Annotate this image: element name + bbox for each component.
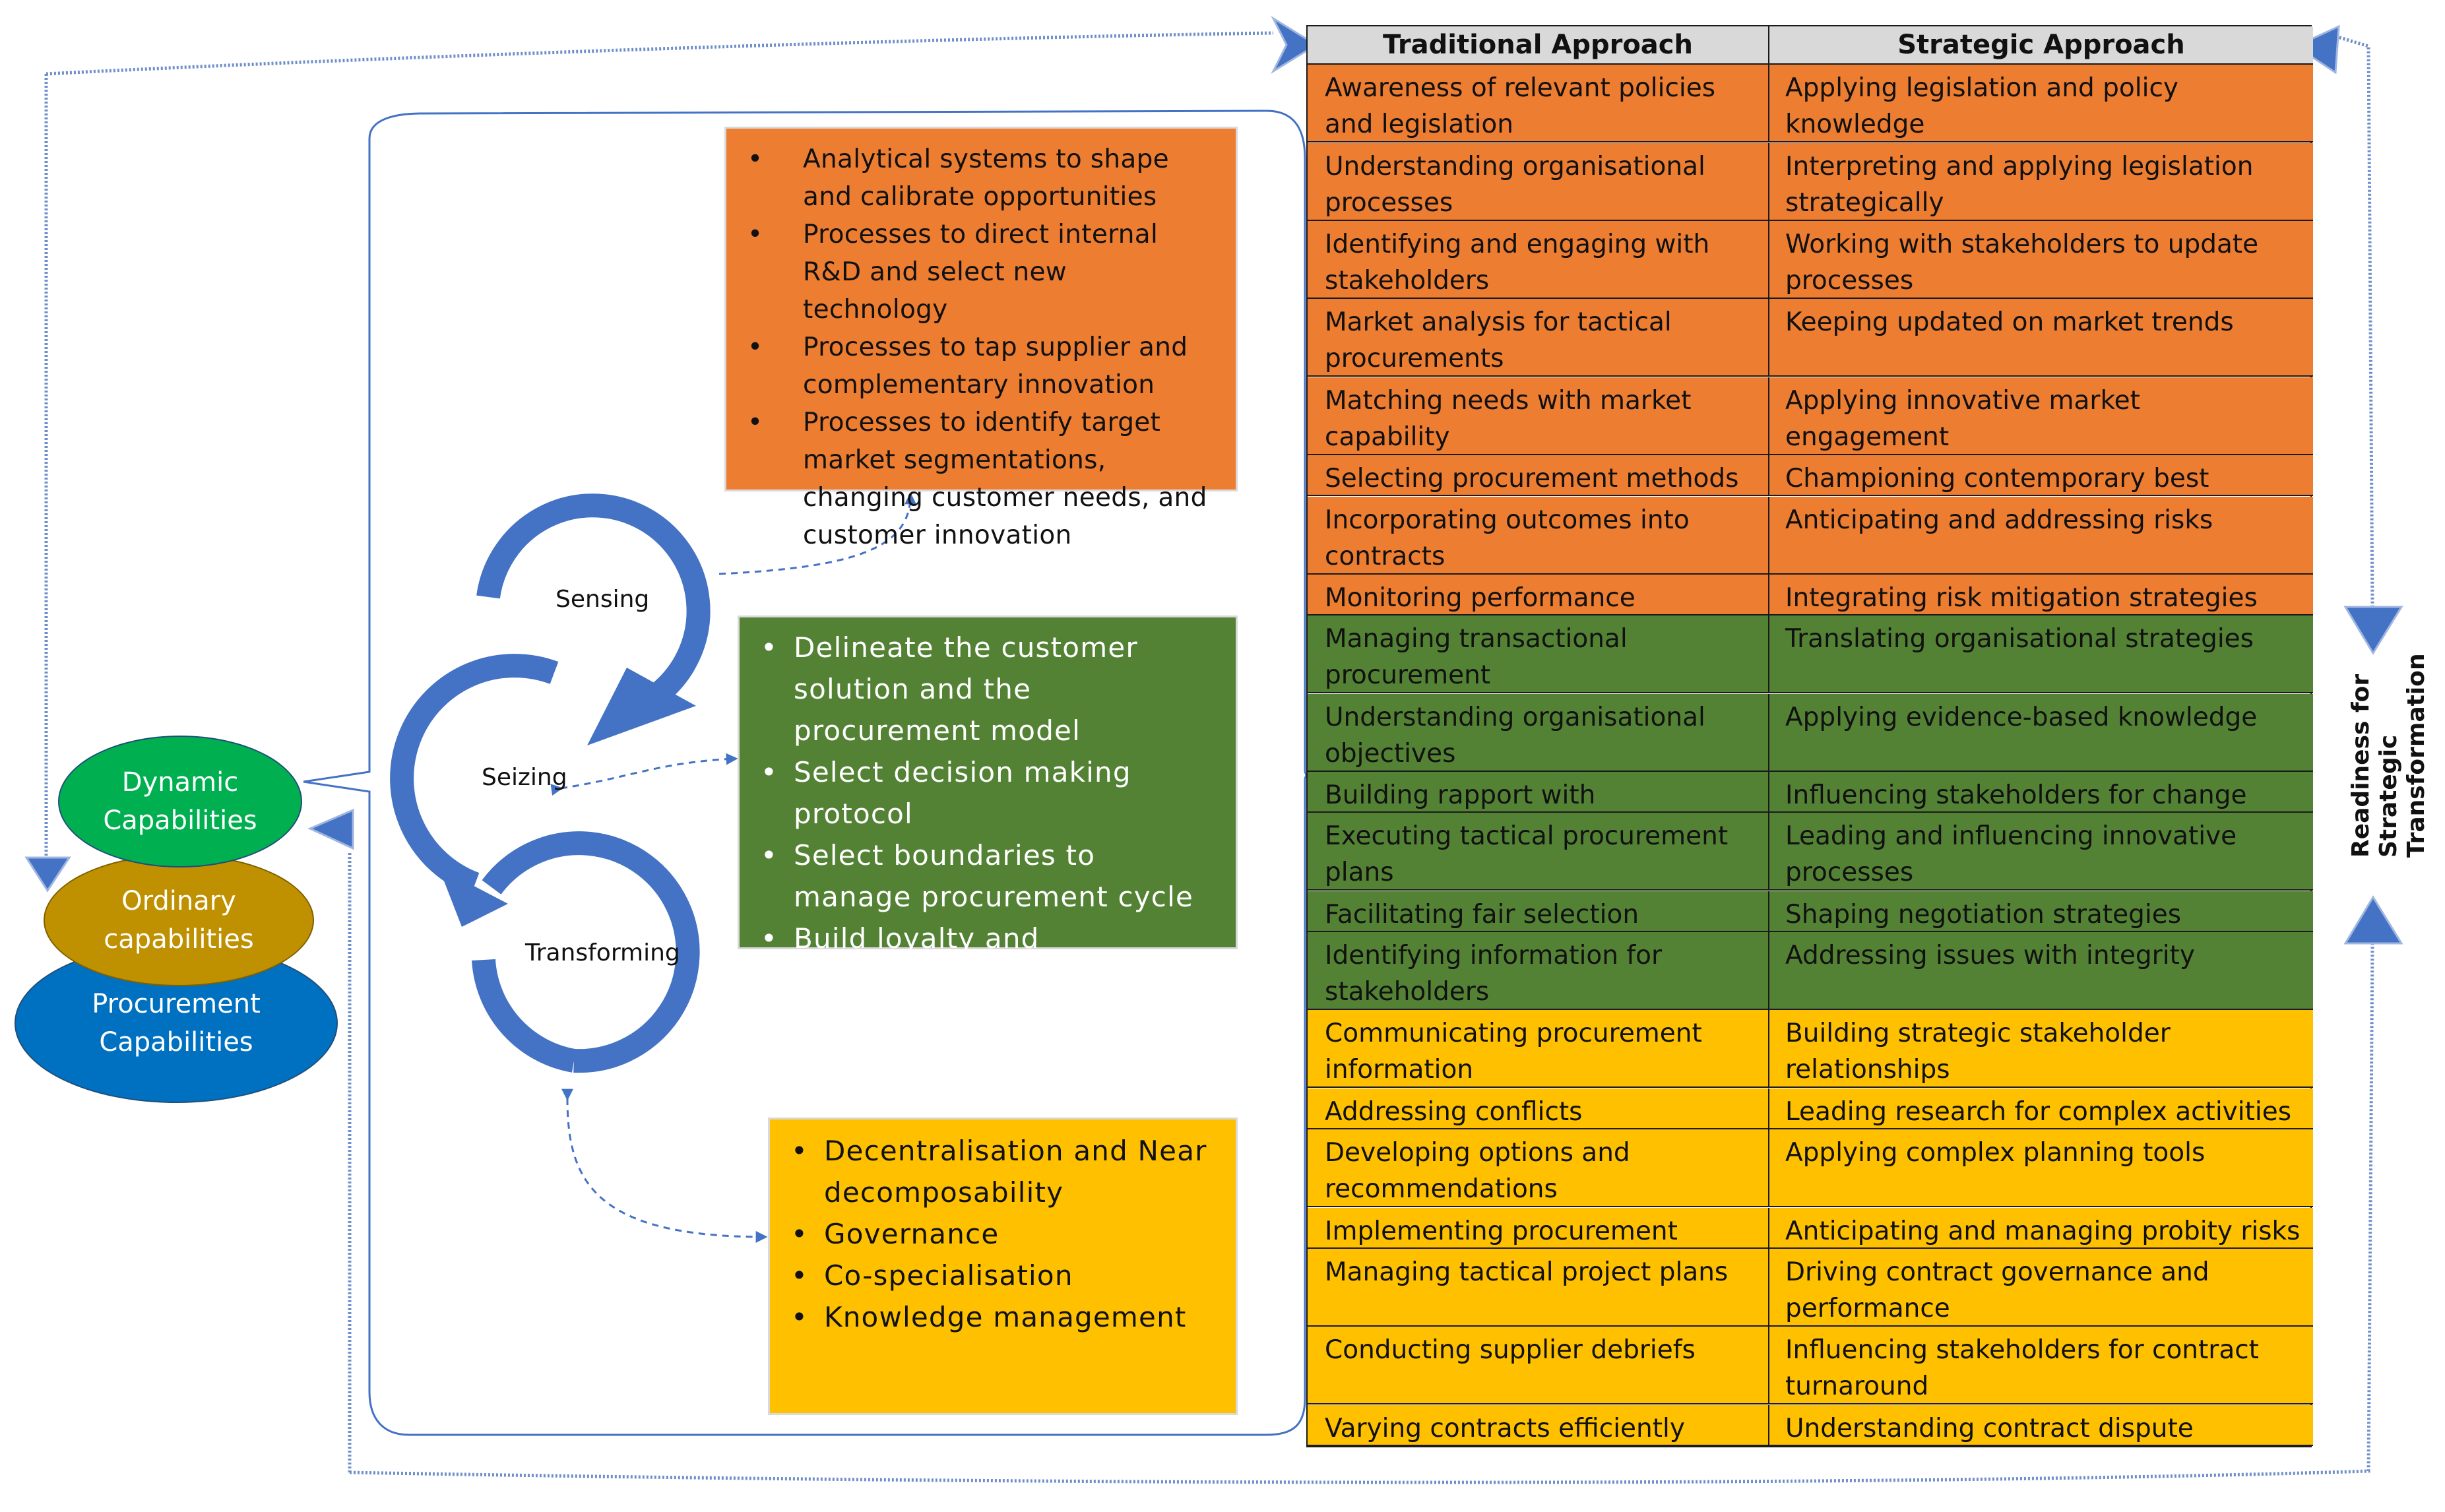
cycle-arrowhead-seizing [439, 867, 508, 927]
cell-strategic: Addressing issues with integrity [1769, 932, 2313, 1011]
cell-strategic: Influencing stakeholders for change [1769, 771, 2313, 813]
cycle-arc-seizing [390, 654, 559, 895]
arrowhead-top [1271, 15, 1318, 75]
cell-traditional: Incorporating outcomes into contracts [1308, 496, 1769, 575]
cell-traditional: Implementing procurement strategy [1308, 1207, 1769, 1249]
cell-traditional: Understanding organisational processes [1308, 142, 1769, 221]
header-traditional: Traditional Approach [1308, 26, 1769, 65]
sensing-item: Processes to identify target market segm… [747, 404, 1216, 554]
header-strategic: Strategic Approach [1769, 26, 2313, 65]
seizing-item: Build loyalty and commitment [761, 918, 1222, 1001]
cell-traditional: Communicating procurement information [1308, 1010, 1769, 1088]
cell-traditional: Executing tactical procurement plans [1308, 813, 1769, 891]
cell-strategic: Influencing stakeholders for contract tu… [1769, 1327, 2313, 1405]
cycle-arc-transforming-tail [472, 959, 577, 1073]
cell-strategic: Anticipating and addressing risks [1769, 496, 2313, 575]
cell-traditional: Market analysis for tactical procurement… [1308, 299, 1769, 377]
cycle-arc-transforming [482, 831, 700, 1073]
procurement-capabilities-label: Procurement Capabilities [92, 989, 261, 1057]
cell-traditional: Conducting supplier debriefs [1308, 1327, 1769, 1405]
arrowhead-left-down [24, 856, 71, 893]
cell-traditional: Varying contracts efficiently [1308, 1404, 1769, 1446]
stage-label-transforming: Transforming [525, 939, 680, 966]
dashed-arrow-seizing [550, 753, 738, 796]
cell-strategic: Working with stakeholders to update proc… [1769, 221, 2313, 299]
cell-traditional: Matching needs with market capability [1308, 377, 1769, 455]
cell-traditional: Identifying and engaging with stakeholde… [1308, 221, 1769, 299]
transforming-box: Decentralisation and Near decomposabilit… [768, 1118, 1238, 1415]
ordinary-capabilities-label: Ordinary capabilities [104, 886, 254, 955]
cell-strategic: Building strategic stakeholder relations… [1769, 1010, 2313, 1088]
cell-strategic: Driving contract governance and performa… [1769, 1248, 2313, 1327]
transforming-item: Decentralisation and Near decomposabilit… [791, 1130, 1222, 1213]
cell-strategic: Applying legislation and policy knowledg… [1769, 65, 2313, 143]
cell-traditional: Addressing conflicts [1308, 1088, 1769, 1129]
cell-traditional: Building rapport with stakeholders [1308, 771, 1769, 813]
outer-loop-top [46, 31, 1274, 76]
cell-traditional: Identifying information for stakeholders [1308, 932, 1769, 1011]
cell-traditional: Awareness of relevant policies and legis… [1308, 65, 1769, 143]
outer-loop-right [2335, 34, 2374, 608]
cell-strategic: Anticipating and managing probity risks [1769, 1207, 2313, 1249]
dashed-arrow-transforming [561, 1088, 768, 1243]
cell-traditional: Managing tactical project plans [1308, 1248, 1769, 1327]
arrowhead-dynamic-in [307, 808, 354, 850]
cell-strategic: Keeping updated on market trends [1769, 299, 2313, 377]
cell-traditional: Managing transactional procurement [1308, 615, 1769, 694]
transforming-list: Decentralisation and Near decomposabilit… [791, 1130, 1222, 1338]
sensing-list: Analytical systems to shape and calibrat… [747, 141, 1216, 554]
cell-strategic: Applying innovative market engagement [1769, 377, 2313, 455]
transforming-item: Co-specialisation [791, 1255, 1222, 1296]
cell-strategic: Applying complex planning tools [1769, 1129, 2313, 1208]
transforming-item: Knowledge management [791, 1296, 1222, 1338]
cell-traditional: Monitoring performance indicators [1308, 574, 1769, 615]
sensing-item: Processes to tap supplier and complement… [747, 329, 1216, 404]
ordinary-capabilities-ellipse: Ordinary capabilities [44, 854, 314, 986]
seizing-item: Select boundaries to manage procurement … [761, 835, 1222, 918]
stage-label-sensing: Sensing [556, 586, 650, 613]
cell-traditional: Understanding organisational objectives [1308, 693, 1769, 772]
seizing-box: Delineate the customer solution and the … [738, 615, 1238, 996]
cell-strategic: Leading research for complex activities [1769, 1088, 2313, 1129]
seizing-item: Select decision making protocol [761, 751, 1222, 835]
arrowhead-top-right [2293, 24, 2340, 75]
approach-comparison-table: Traditional Approach Strategic Approach … [1306, 25, 2313, 1447]
cell-strategic: Applying evidence-based knowledge [1769, 693, 2313, 772]
cell-strategic: Interpreting and applying legislation st… [1769, 142, 2313, 221]
readiness-label: Readiness for Strategic Transformation [2347, 653, 2430, 858]
arrowhead-readiness-down [2343, 606, 2403, 655]
cell-strategic: Translating organisational strategies [1769, 615, 2313, 694]
cell-strategic: Integrating risk mitigation strategies [1769, 574, 2313, 615]
seizing-list: Delineate the customer solution and the … [761, 627, 1222, 1001]
cell-traditional: Facilitating fair selection processes [1308, 891, 1769, 932]
cell-traditional: Developing options and recommendations [1308, 1129, 1769, 1208]
arrowhead-readiness-up [2343, 895, 2403, 945]
cell-strategic: Shaping negotiation strategies [1769, 891, 2313, 932]
cell-strategic: Leading and influencing innovative proce… [1769, 813, 2313, 891]
seizing-item: Delineate the customer solution and the … [761, 627, 1222, 751]
sensing-item: Analytical systems to shape and calibrat… [747, 141, 1216, 216]
sensing-box: Analytical systems to shape and calibrat… [724, 127, 1238, 550]
dynamic-capabilities-label: Dynamic Capabilities [103, 767, 257, 836]
transforming-item: Governance [791, 1213, 1222, 1255]
outer-loop-bottom [349, 943, 2374, 1484]
cell-strategic: Championing contemporary best practices [1769, 455, 2313, 497]
cell-traditional: Selecting procurement methods [1308, 455, 1769, 497]
cycle-arc-sensing [476, 493, 711, 702]
dynamic-capabilities-ellipse: Dynamic Capabilities [58, 736, 302, 867]
cell-strategic: Understanding contract dispute resolutio… [1769, 1404, 2313, 1446]
cycle-arrowhead-sensing [587, 668, 696, 745]
stage-label-seizing: Seizing [482, 764, 567, 791]
sensing-item: Processes to direct internal R&D and sel… [747, 216, 1216, 329]
